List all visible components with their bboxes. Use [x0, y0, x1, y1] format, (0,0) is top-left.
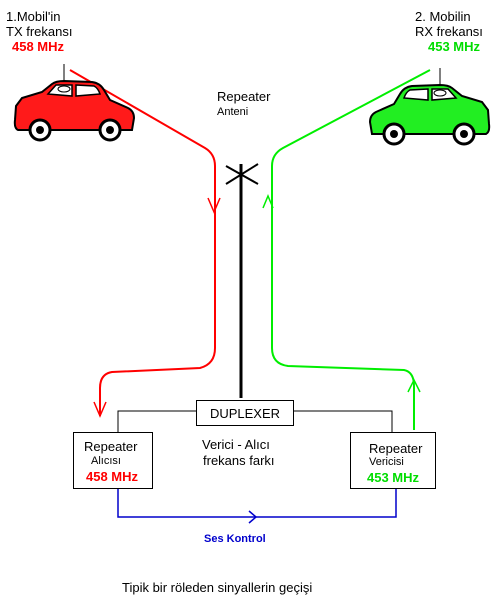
- receiver-box: Repeater Alıcısı 458 MHz: [73, 432, 153, 489]
- freq-diff-sublabel: frekans farkı: [203, 453, 275, 468]
- rx-signal-path: [271, 69, 431, 430]
- antenna-label: Repeater: [217, 89, 271, 104]
- caption: Tipik bir röleden sinyallerin geçişi: [122, 580, 313, 595]
- tx-arrow-lower: [93, 401, 107, 418]
- wire-to-receiver: [117, 410, 196, 432]
- mobile1-label: 1.Mobil'in: [6, 9, 61, 24]
- transmitter-sublabel: Vericisi: [369, 456, 404, 468]
- receiver-freq: 458 MHz: [86, 469, 139, 484]
- transmitter-box: Repeater Vericisi 453 MHz: [350, 432, 436, 489]
- antenna-element-b: [225, 163, 259, 185]
- transmitter-freq: 453 MHz: [367, 470, 420, 485]
- transmitter-label: Repeater: [369, 441, 423, 456]
- antenna-sublabel: Anteni: [217, 106, 249, 118]
- mobile2-rx-label: RX frekansı: [415, 24, 483, 39]
- tx-arrow-upper: [207, 197, 221, 214]
- mobile1-freq: 458 MHz: [12, 39, 65, 54]
- mobile2-label: 2. Mobilin: [415, 9, 471, 24]
- duplexer-label: DUPLEXER: [209, 405, 281, 421]
- audio-link-arrow: [248, 510, 258, 524]
- car-icon: [368, 68, 491, 146]
- car-icon: [13, 64, 136, 142]
- audio-link: [117, 489, 397, 518]
- freq-diff-label: Verici - Alıcı: [202, 437, 270, 452]
- duplexer-box: DUPLEXER: [196, 400, 294, 426]
- receiver-label: Repeater: [84, 439, 138, 454]
- wire-to-transmitter: [294, 410, 393, 432]
- mobile1-tx-label: TX frekansı: [6, 24, 73, 39]
- audio-control-label: Ses Kontrol: [204, 533, 266, 545]
- receiver-sublabel: Alıcısı: [91, 455, 121, 467]
- rx-arrow-upper: [262, 194, 274, 209]
- rx-arrow-lower: [407, 378, 421, 393]
- tx-signal-path: [69, 69, 216, 416]
- mobile2-freq: 453 MHz: [428, 39, 481, 54]
